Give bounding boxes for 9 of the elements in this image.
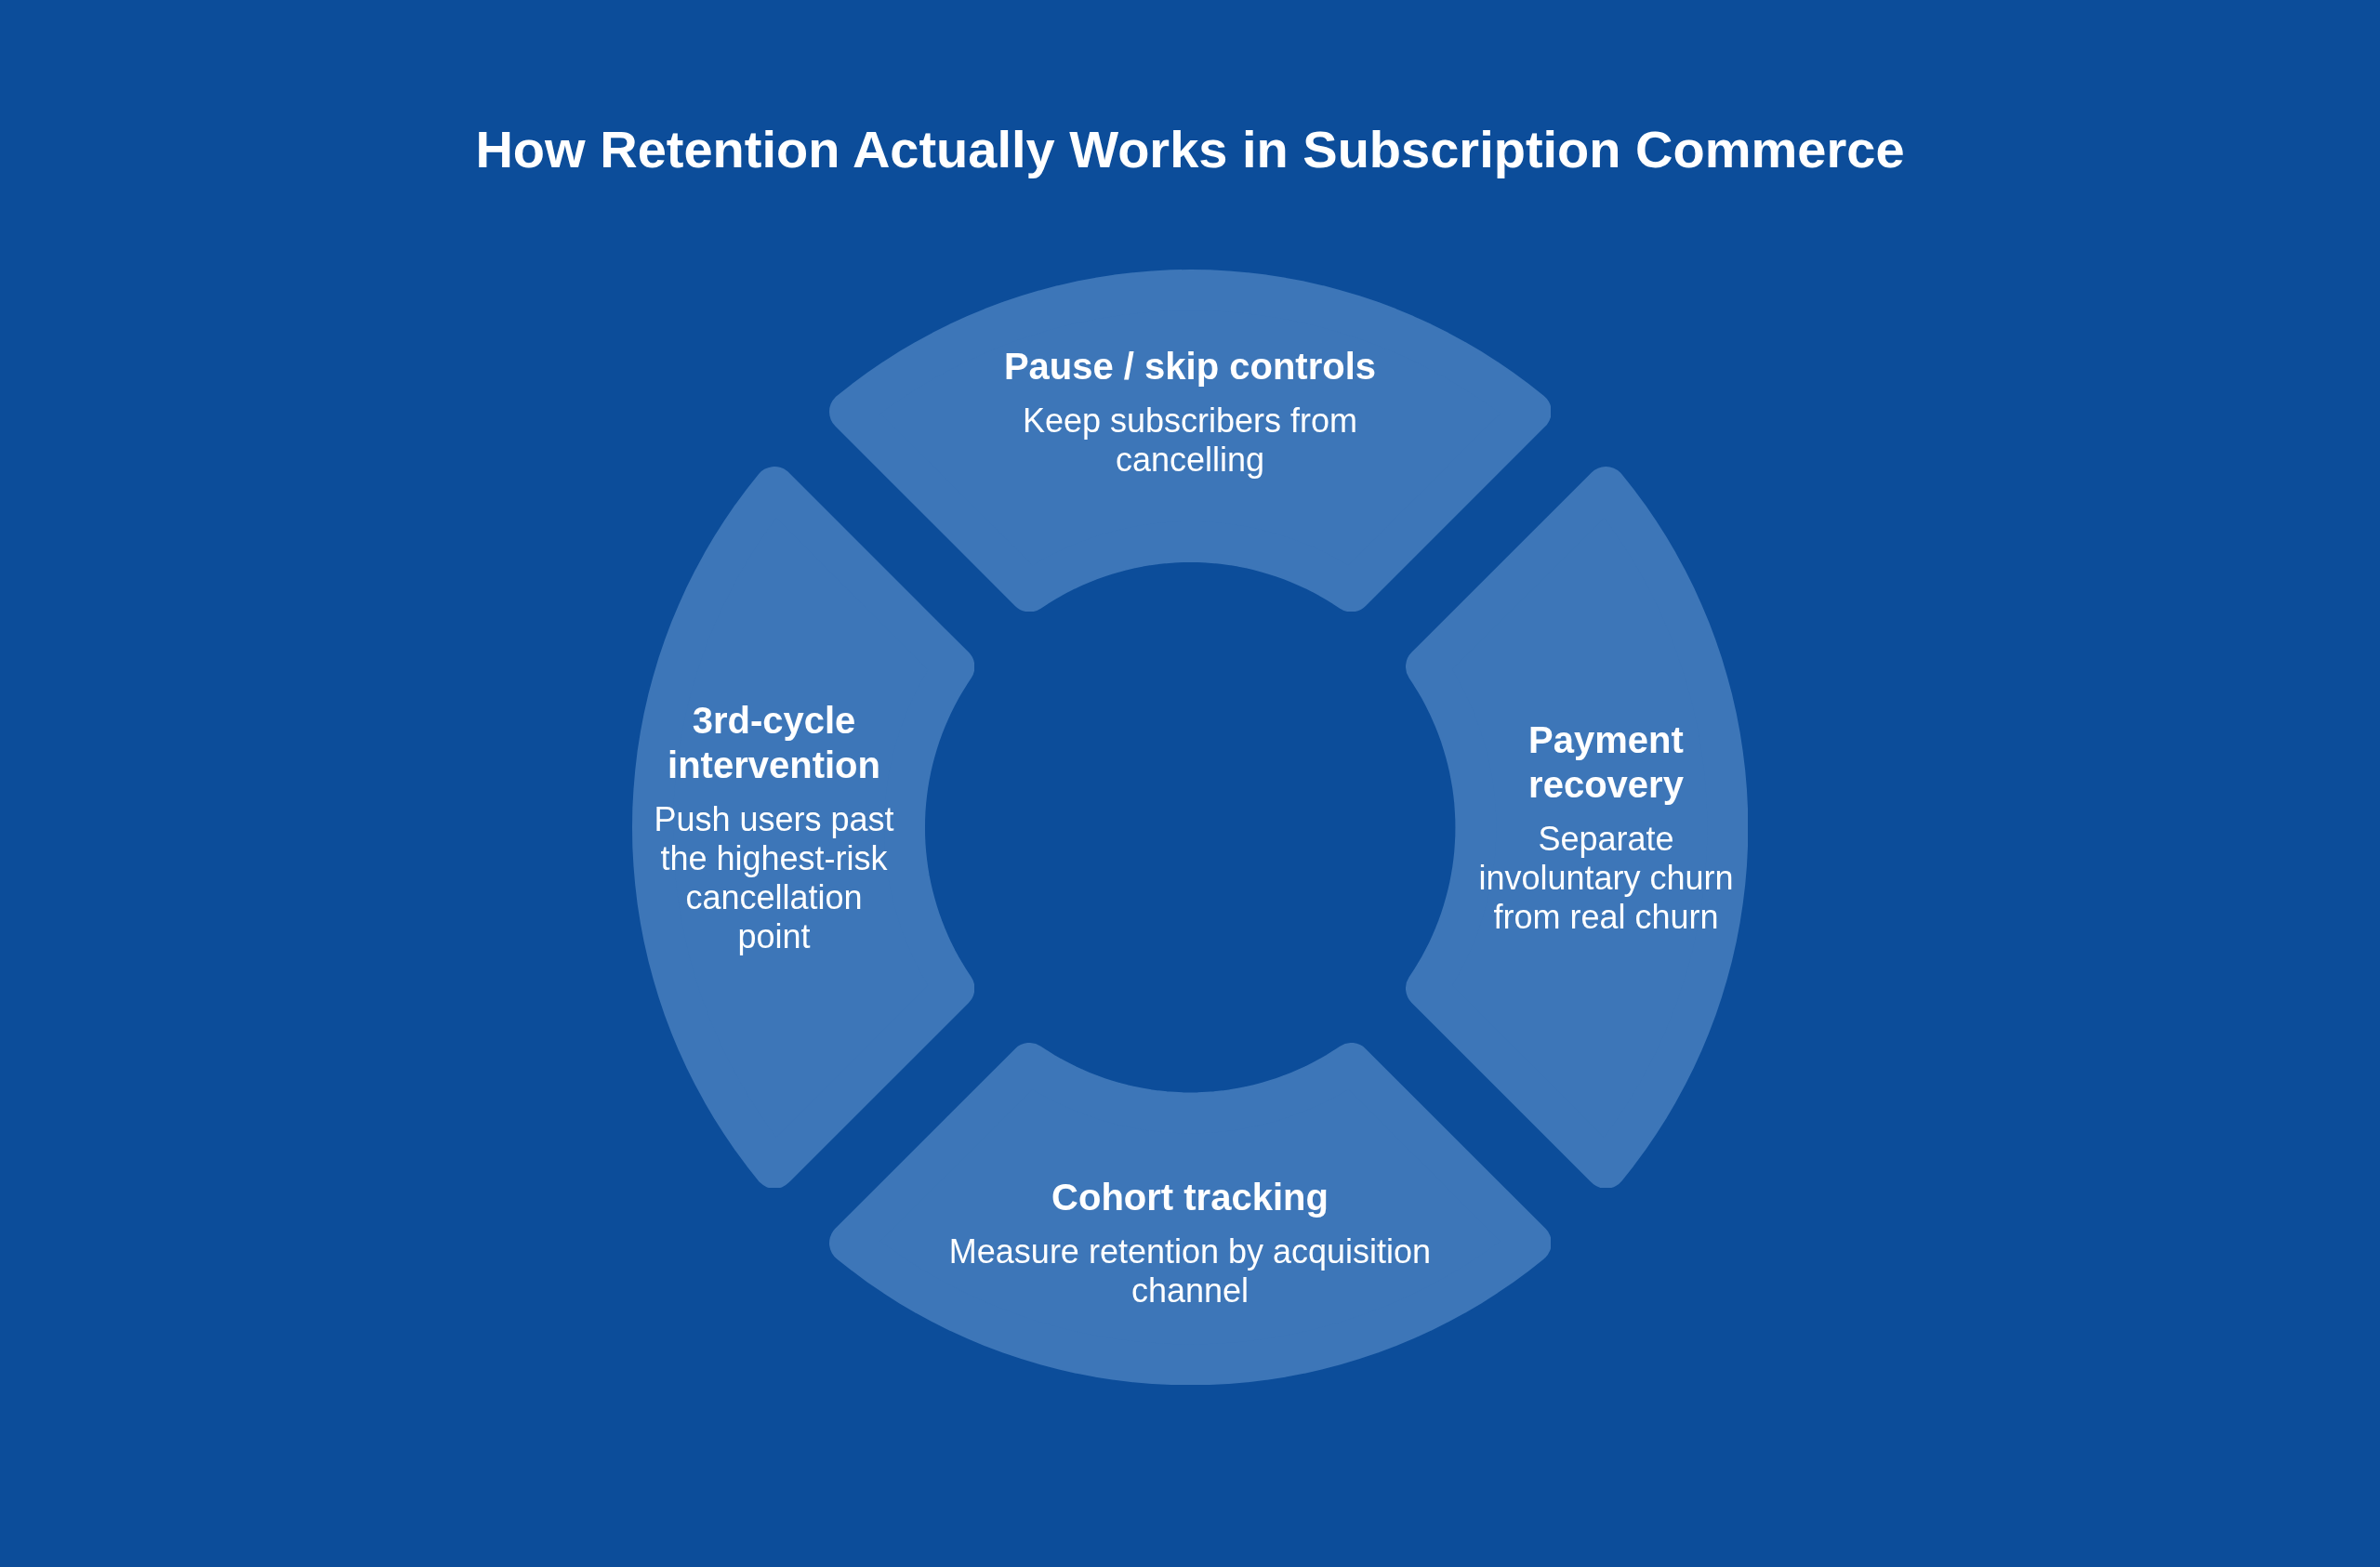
segment-heading: 3rd-cycle intervention <box>667 699 881 787</box>
segment-heading: Payment recovery <box>1527 718 1685 807</box>
segment-description: Keep subscribers from cancelling <box>1021 401 1359 480</box>
segment-description: Push users past the highest-risk cancellation point <box>653 800 895 956</box>
segment-heading: Cohort tracking <box>1051 1176 1329 1220</box>
diagram-title: How Retention Actually Works in Subscription Commerce <box>474 119 1906 179</box>
segment-description: Separate involuntary churn from real churn <box>1477 820 1735 937</box>
segment-description: Measure retention by acquisition channel <box>947 1232 1433 1311</box>
segment-heading: Pause / skip controls <box>1002 344 1378 388</box>
